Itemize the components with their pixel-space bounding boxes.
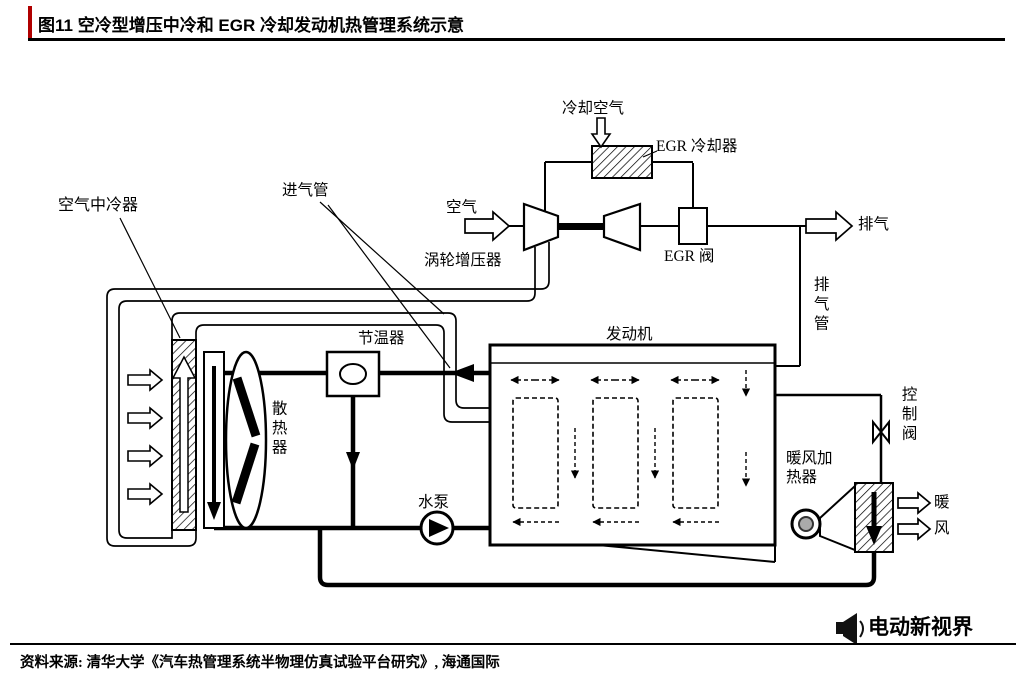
- figure-title: 图11 空冷型增压中冷和 EGR 冷却发动机热管理系统示意: [38, 16, 464, 35]
- fan-icon: [224, 350, 268, 530]
- label-exhaust-out: 排气: [858, 216, 890, 233]
- label-warm-air-1: 暖: [934, 494, 950, 511]
- warm-air-arrow-icons: [897, 491, 932, 541]
- intercooler-shape: [119, 217, 197, 531]
- heater-core-shape: [790, 482, 894, 553]
- heater-return-line: [317, 528, 877, 588]
- label-thermostat: 节温器: [358, 330, 405, 347]
- title-accent-bar: [28, 6, 32, 38]
- label-control-valve: 控制阀: [899, 386, 917, 445]
- label-radiator: 散热器: [269, 400, 287, 459]
- source-note: 资料来源: 清华大学《汽车热管理系统半物理仿真试验平台研究》, 海通国际: [20, 655, 500, 671]
- watermark-text: 电动新视界: [868, 616, 973, 639]
- control-valve-shape: [872, 419, 890, 445]
- label-egr-valve: EGR 阀: [664, 248, 715, 265]
- egr-cooler-shape: [590, 117, 658, 179]
- coolant-arrows: [346, 364, 474, 470]
- title-rule: [28, 38, 1005, 41]
- engine-shape: [488, 343, 777, 563]
- water-pump-shape: [419, 510, 455, 546]
- exhaust-out-arrow-icon: [805, 210, 854, 242]
- cooling-air-arrow-icon: [590, 117, 612, 149]
- air-in-arrow-icon: [464, 210, 511, 242]
- egr-valve-shape: [678, 207, 708, 245]
- label-egr-cooler: EGR 冷却器: [656, 138, 738, 155]
- intake-duct: [106, 242, 550, 547]
- footer-rule: [10, 643, 1016, 645]
- megaphone-icon: [836, 613, 864, 645]
- cooling-airflow-arrow-icons: [127, 368, 164, 506]
- label-exhaust-pipe: 排气管: [811, 276, 829, 335]
- engine-flow-arrows: [510, 370, 751, 527]
- charge-air-up-arrow-icon: [171, 355, 197, 513]
- egr-exhaust-pipes: [506, 161, 806, 367]
- label-air-in: 空气: [446, 199, 478, 216]
- label-cooling-air: 冷却空气: [562, 100, 625, 117]
- label-intercooler: 空气中冷器: [58, 197, 139, 214]
- radiator-shape: [203, 351, 225, 529]
- label-intake-pipe: 进气管: [282, 182, 329, 199]
- label-engine: 发动机: [606, 326, 653, 343]
- label-water-pump: 水泵: [418, 494, 450, 511]
- thermostat-shape: [325, 350, 381, 398]
- label-turbocharger: 涡轮增压器: [424, 252, 502, 269]
- label-warm-air-2: 风: [934, 520, 950, 537]
- label-heater-core: 暖风加热器: [786, 450, 833, 486]
- pointer-lines: [319, 201, 451, 369]
- turbocharger-shape: [522, 202, 642, 252]
